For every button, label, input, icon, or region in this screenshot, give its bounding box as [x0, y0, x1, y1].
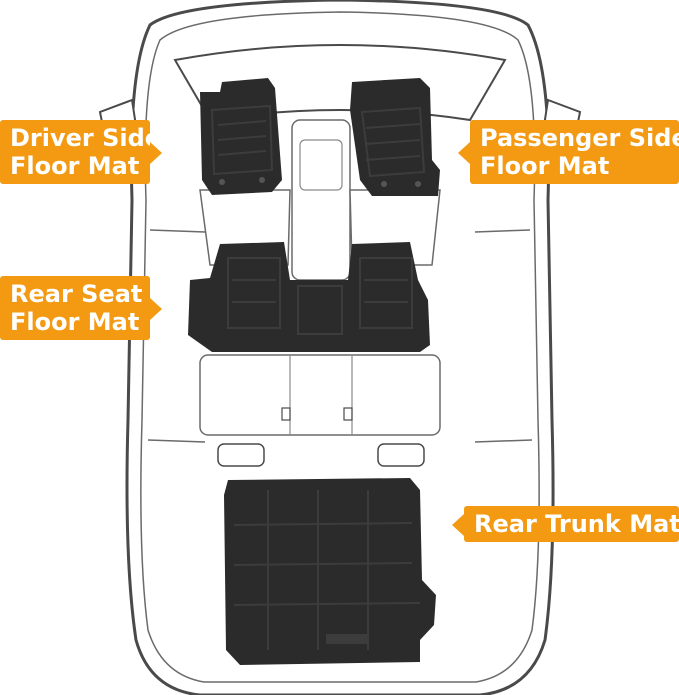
passenger-side-callout: Passenger Side Floor Mat	[470, 120, 679, 184]
rear-headrest-right	[377, 443, 425, 467]
passenger-callout-pointer	[458, 142, 470, 164]
rear-headrest-left	[217, 443, 265, 467]
rear-seat-floor-mat	[188, 242, 430, 352]
rear-seat-callout-line1: Rear Seat	[10, 280, 143, 308]
driver-callout-pointer	[150, 142, 162, 164]
trunk-callout-pointer	[452, 514, 464, 536]
passenger-side-floor-mat	[350, 78, 440, 196]
passenger-callout-line1: Passenger Side	[480, 124, 679, 152]
car-inner-body	[140, 11, 540, 683]
trunk-callout-line1: Rear Trunk Mat	[474, 510, 679, 538]
rear-seat-callout-pointer	[150, 298, 162, 320]
driver-side-callout: Driver Side Floor Mat	[0, 120, 162, 184]
rear-seat-callout: Rear Seat Floor Mat	[0, 276, 150, 340]
passenger-callout-line2: Floor Mat	[480, 152, 610, 180]
rear-seat-frame	[199, 354, 441, 436]
driver-callout-line1: Driver Side	[10, 124, 162, 152]
rear-trunk-mat	[224, 478, 436, 665]
driver-callout-line2: Floor Mat	[10, 152, 140, 180]
driver-side-floor-mat	[200, 78, 282, 195]
rear-seat-callout-line2: Floor Mat	[10, 308, 140, 336]
rear-trunk-callout: Rear Trunk Mat	[464, 506, 679, 542]
